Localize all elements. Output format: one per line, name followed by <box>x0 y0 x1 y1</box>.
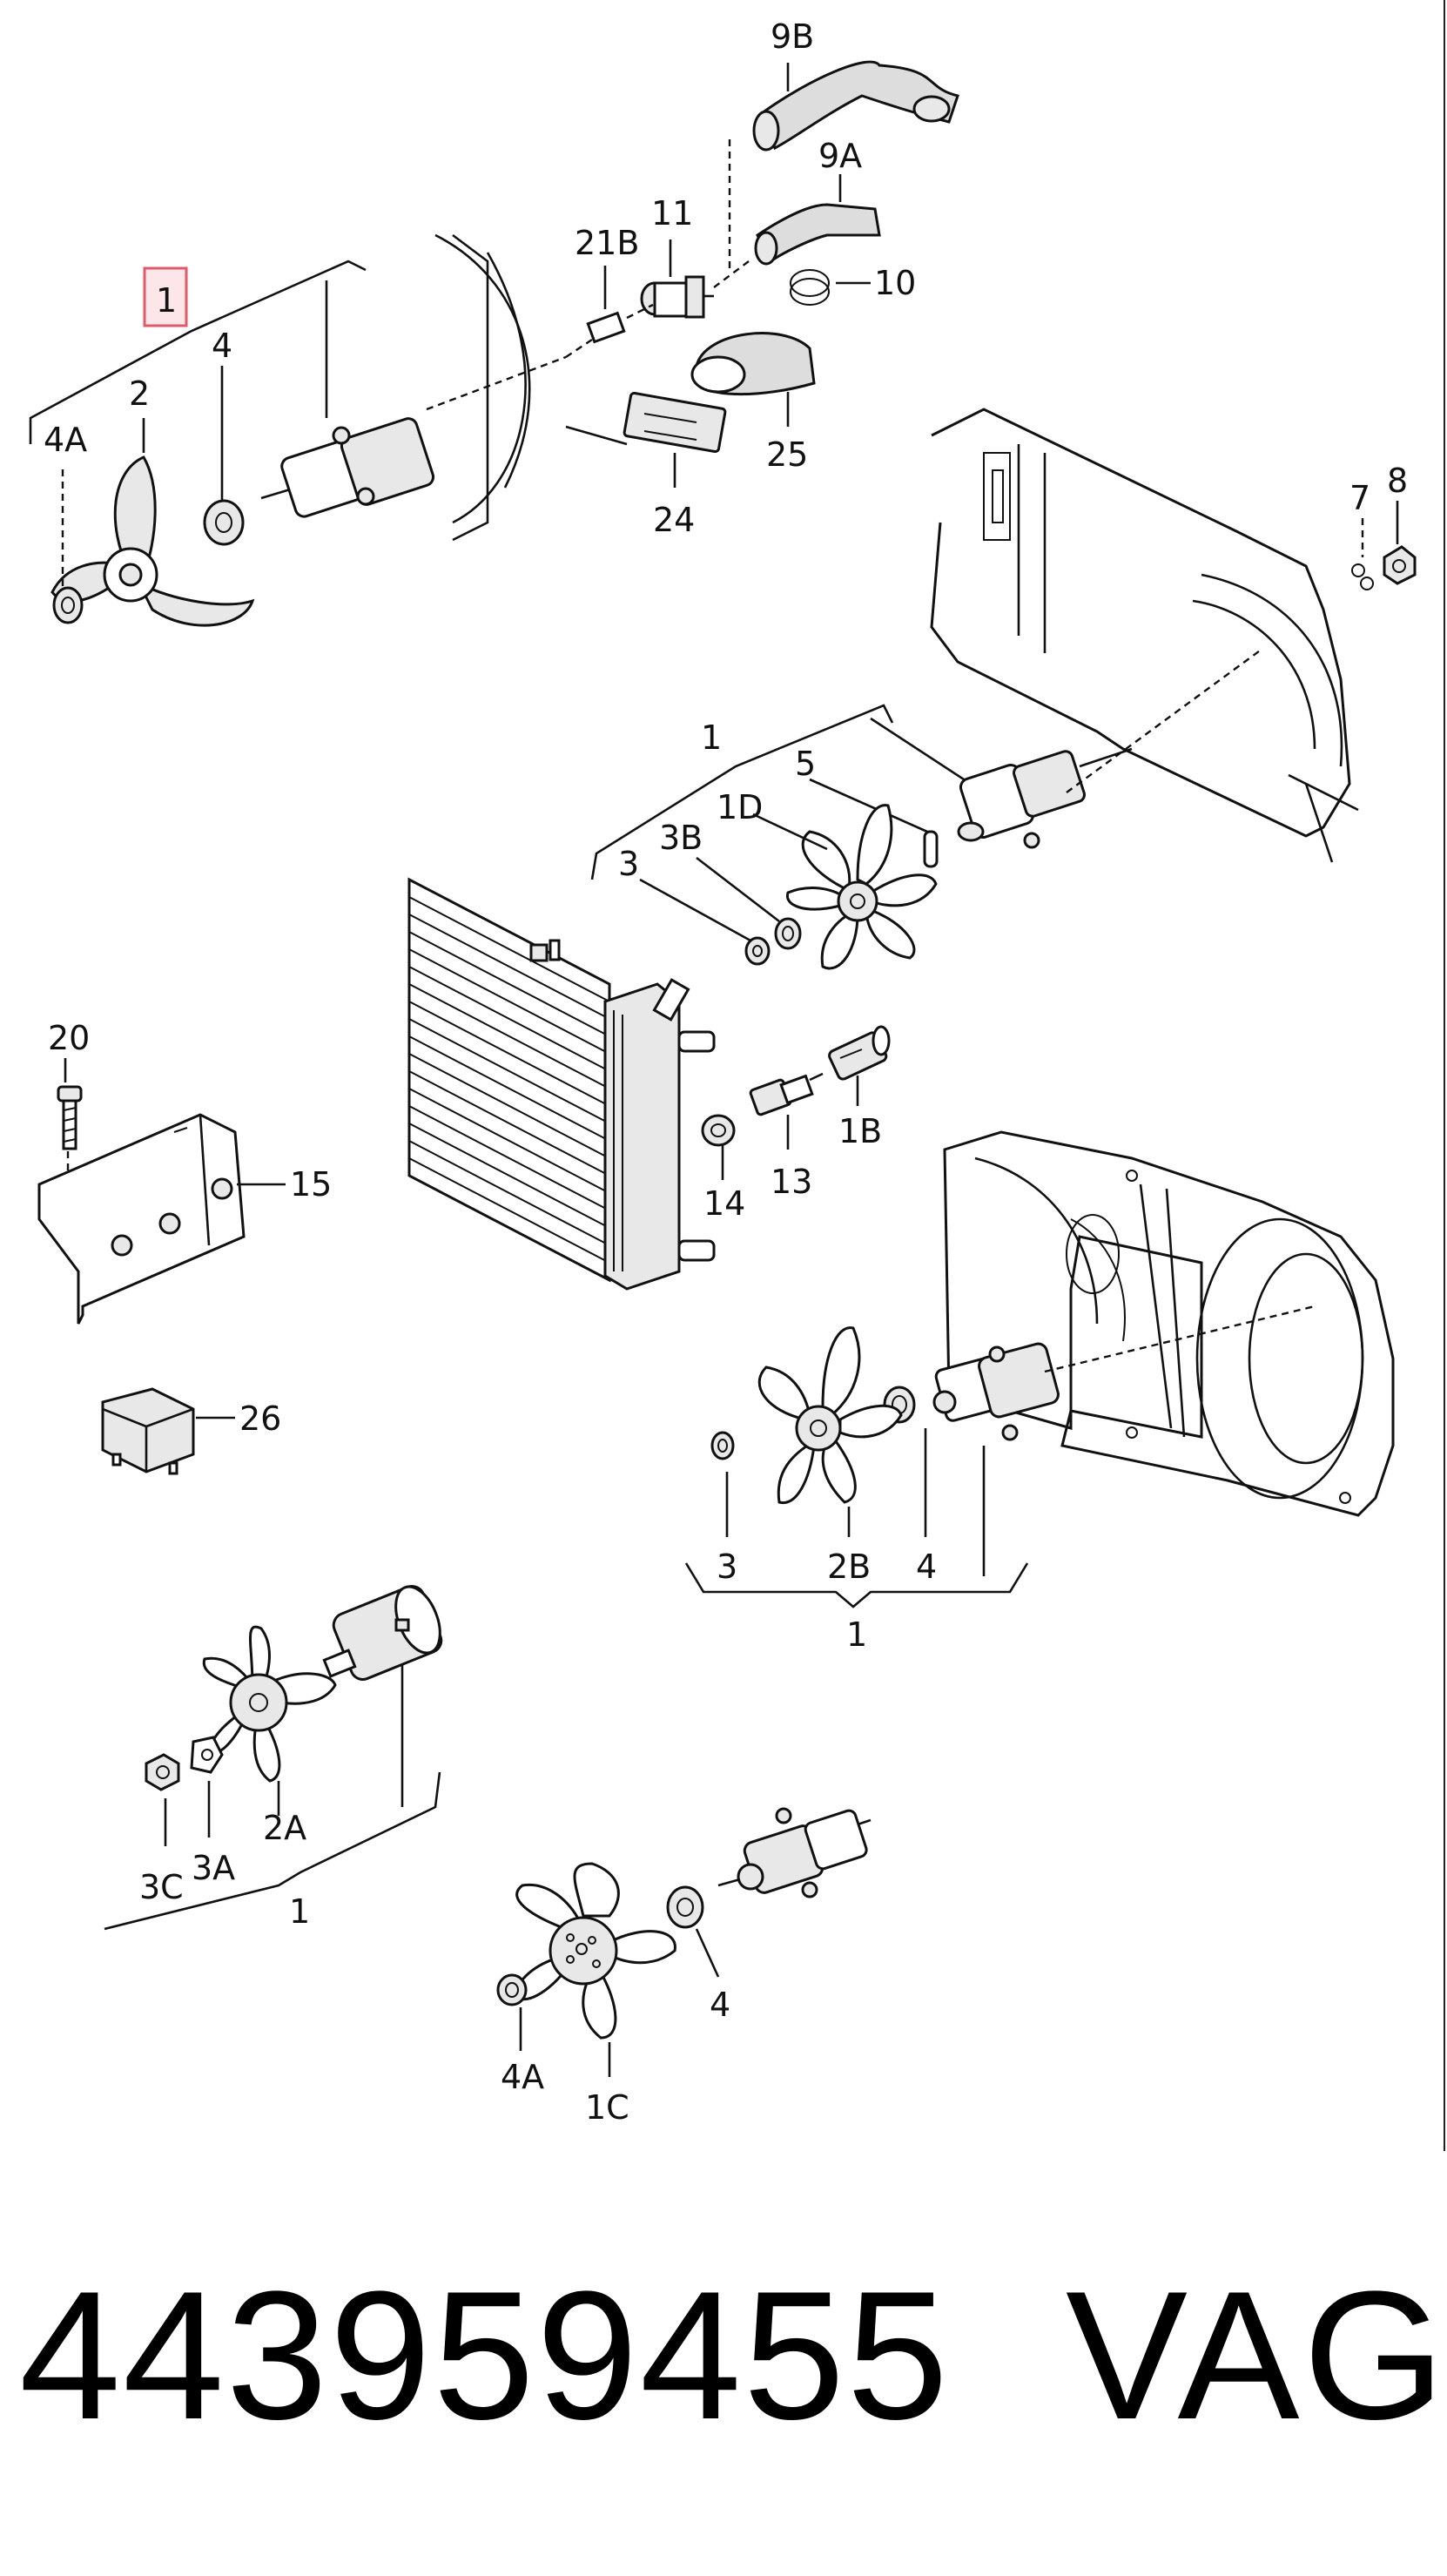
callout-3a: 3A <box>192 1849 235 1887</box>
callout-11: 11 <box>651 194 693 233</box>
seal-25 <box>690 332 816 396</box>
brand-label: VAG <box>1066 2253 1447 2458</box>
callout-4-top: 4 <box>212 327 232 365</box>
group-top-left: 1 2 4A 4 <box>29 233 567 627</box>
callout-15: 15 <box>290 1165 332 1204</box>
callout-10: 10 <box>874 264 916 302</box>
callout-3-low: 3 <box>717 1548 737 1586</box>
connector-24 <box>623 391 727 454</box>
group-top-center: 9B 9A 10 11 21B <box>565 17 959 539</box>
hose-9b <box>760 60 959 151</box>
callout-8: 8 <box>1387 462 1408 500</box>
callout-1-mid: 1 <box>701 718 722 757</box>
hose-9a <box>756 203 881 264</box>
nut-8 <box>1383 545 1417 585</box>
fan-blade-1d <box>785 804 938 970</box>
callout-20: 20 <box>48 1019 90 1057</box>
motor-1c <box>717 1807 872 1898</box>
clip-3-mid <box>744 936 771 966</box>
callout-3-mid: 3 <box>618 845 639 883</box>
callout-1-top: 1 <box>156 281 177 320</box>
callout-2: 2 <box>129 374 150 413</box>
callout-24: 24 <box>653 501 695 539</box>
radiator-fins <box>408 896 610 1264</box>
relay-26 <box>101 1387 195 1475</box>
sensor-1b <box>828 1025 891 1081</box>
callout-1d: 1D <box>717 788 763 826</box>
callout-2b: 2B <box>827 1548 871 1586</box>
fan-blade-2 <box>50 455 255 627</box>
callout-1-low: 1 <box>846 1615 867 1654</box>
callout-7: 7 <box>1349 479 1370 517</box>
shroud-frame-lower-right <box>943 1130 1395 1517</box>
highlight-box <box>143 266 188 327</box>
callout-9b: 9B <box>771 17 814 56</box>
thermo-switch-13 <box>749 1072 824 1116</box>
nut-4a-bottom <box>496 1973 528 2006</box>
washer-3b <box>774 917 802 950</box>
group-bottom-center: 4 1C 4A <box>496 1807 872 2127</box>
callout-21b: 21B <box>575 224 639 262</box>
clip-3-lower <box>710 1431 735 1460</box>
washer-3a <box>190 1736 224 1774</box>
washer-4-bottom <box>666 1885 704 1929</box>
part-number-label: 443959455 <box>19 2253 951 2458</box>
sleeve-21b <box>586 311 626 344</box>
callout-4-low: 4 <box>916 1548 937 1586</box>
callout-1b: 1B <box>838 1112 882 1150</box>
callout-1c: 1C <box>585 2088 629 2127</box>
group-top-right: 7 8 <box>930 408 1417 863</box>
group-lower-right: 3 2B 4 1 <box>684 1130 1395 1654</box>
frame-edge-line <box>1444 0 1445 2151</box>
callout-2a: 2A <box>263 1809 306 1847</box>
callout-13: 13 <box>771 1163 812 1201</box>
motor-lower <box>932 1305 1316 1441</box>
motor-top <box>260 355 567 518</box>
fan-blade-1c <box>512 1862 676 2040</box>
motor-2a <box>322 1585 443 1681</box>
shroud-top <box>434 233 531 542</box>
callout-4a-top: 4A <box>44 421 87 459</box>
fan-blade-2a <box>202 1625 337 1783</box>
callout-14: 14 <box>703 1184 745 1223</box>
callout-9a: 9A <box>818 137 862 175</box>
callout-26: 26 <box>239 1399 281 1438</box>
callout-3c: 3C <box>139 1868 184 1906</box>
group-middle: 1 5 1D <box>590 648 1263 970</box>
nut-3c <box>145 1753 180 1791</box>
callout-5: 5 <box>795 745 816 783</box>
callout-1-left: 1 <box>289 1892 310 1931</box>
key-pin <box>923 830 939 868</box>
callout-25: 25 <box>766 435 808 474</box>
callout-3b: 3B <box>659 819 703 857</box>
bracket-15 <box>37 1113 246 1325</box>
screw-20 <box>57 1085 83 1150</box>
motor-5 <box>957 648 1263 849</box>
clamp-10 <box>790 269 830 306</box>
callout-4-bottom: 4 <box>710 1986 730 2024</box>
group-lower-left: 3C 3A 2A 1 <box>104 1585 443 1931</box>
clip-7 <box>1351 563 1374 590</box>
shroud-frame-top-right <box>930 408 1359 863</box>
ring-14 <box>701 1114 736 1147</box>
nut-4a <box>52 586 84 624</box>
callout-4a-bottom: 4A <box>501 2058 544 2096</box>
switch-11 <box>640 275 714 319</box>
radiator <box>407 877 716 1291</box>
washer-4 <box>203 499 245 546</box>
fan-blade-2b <box>757 1326 903 1504</box>
